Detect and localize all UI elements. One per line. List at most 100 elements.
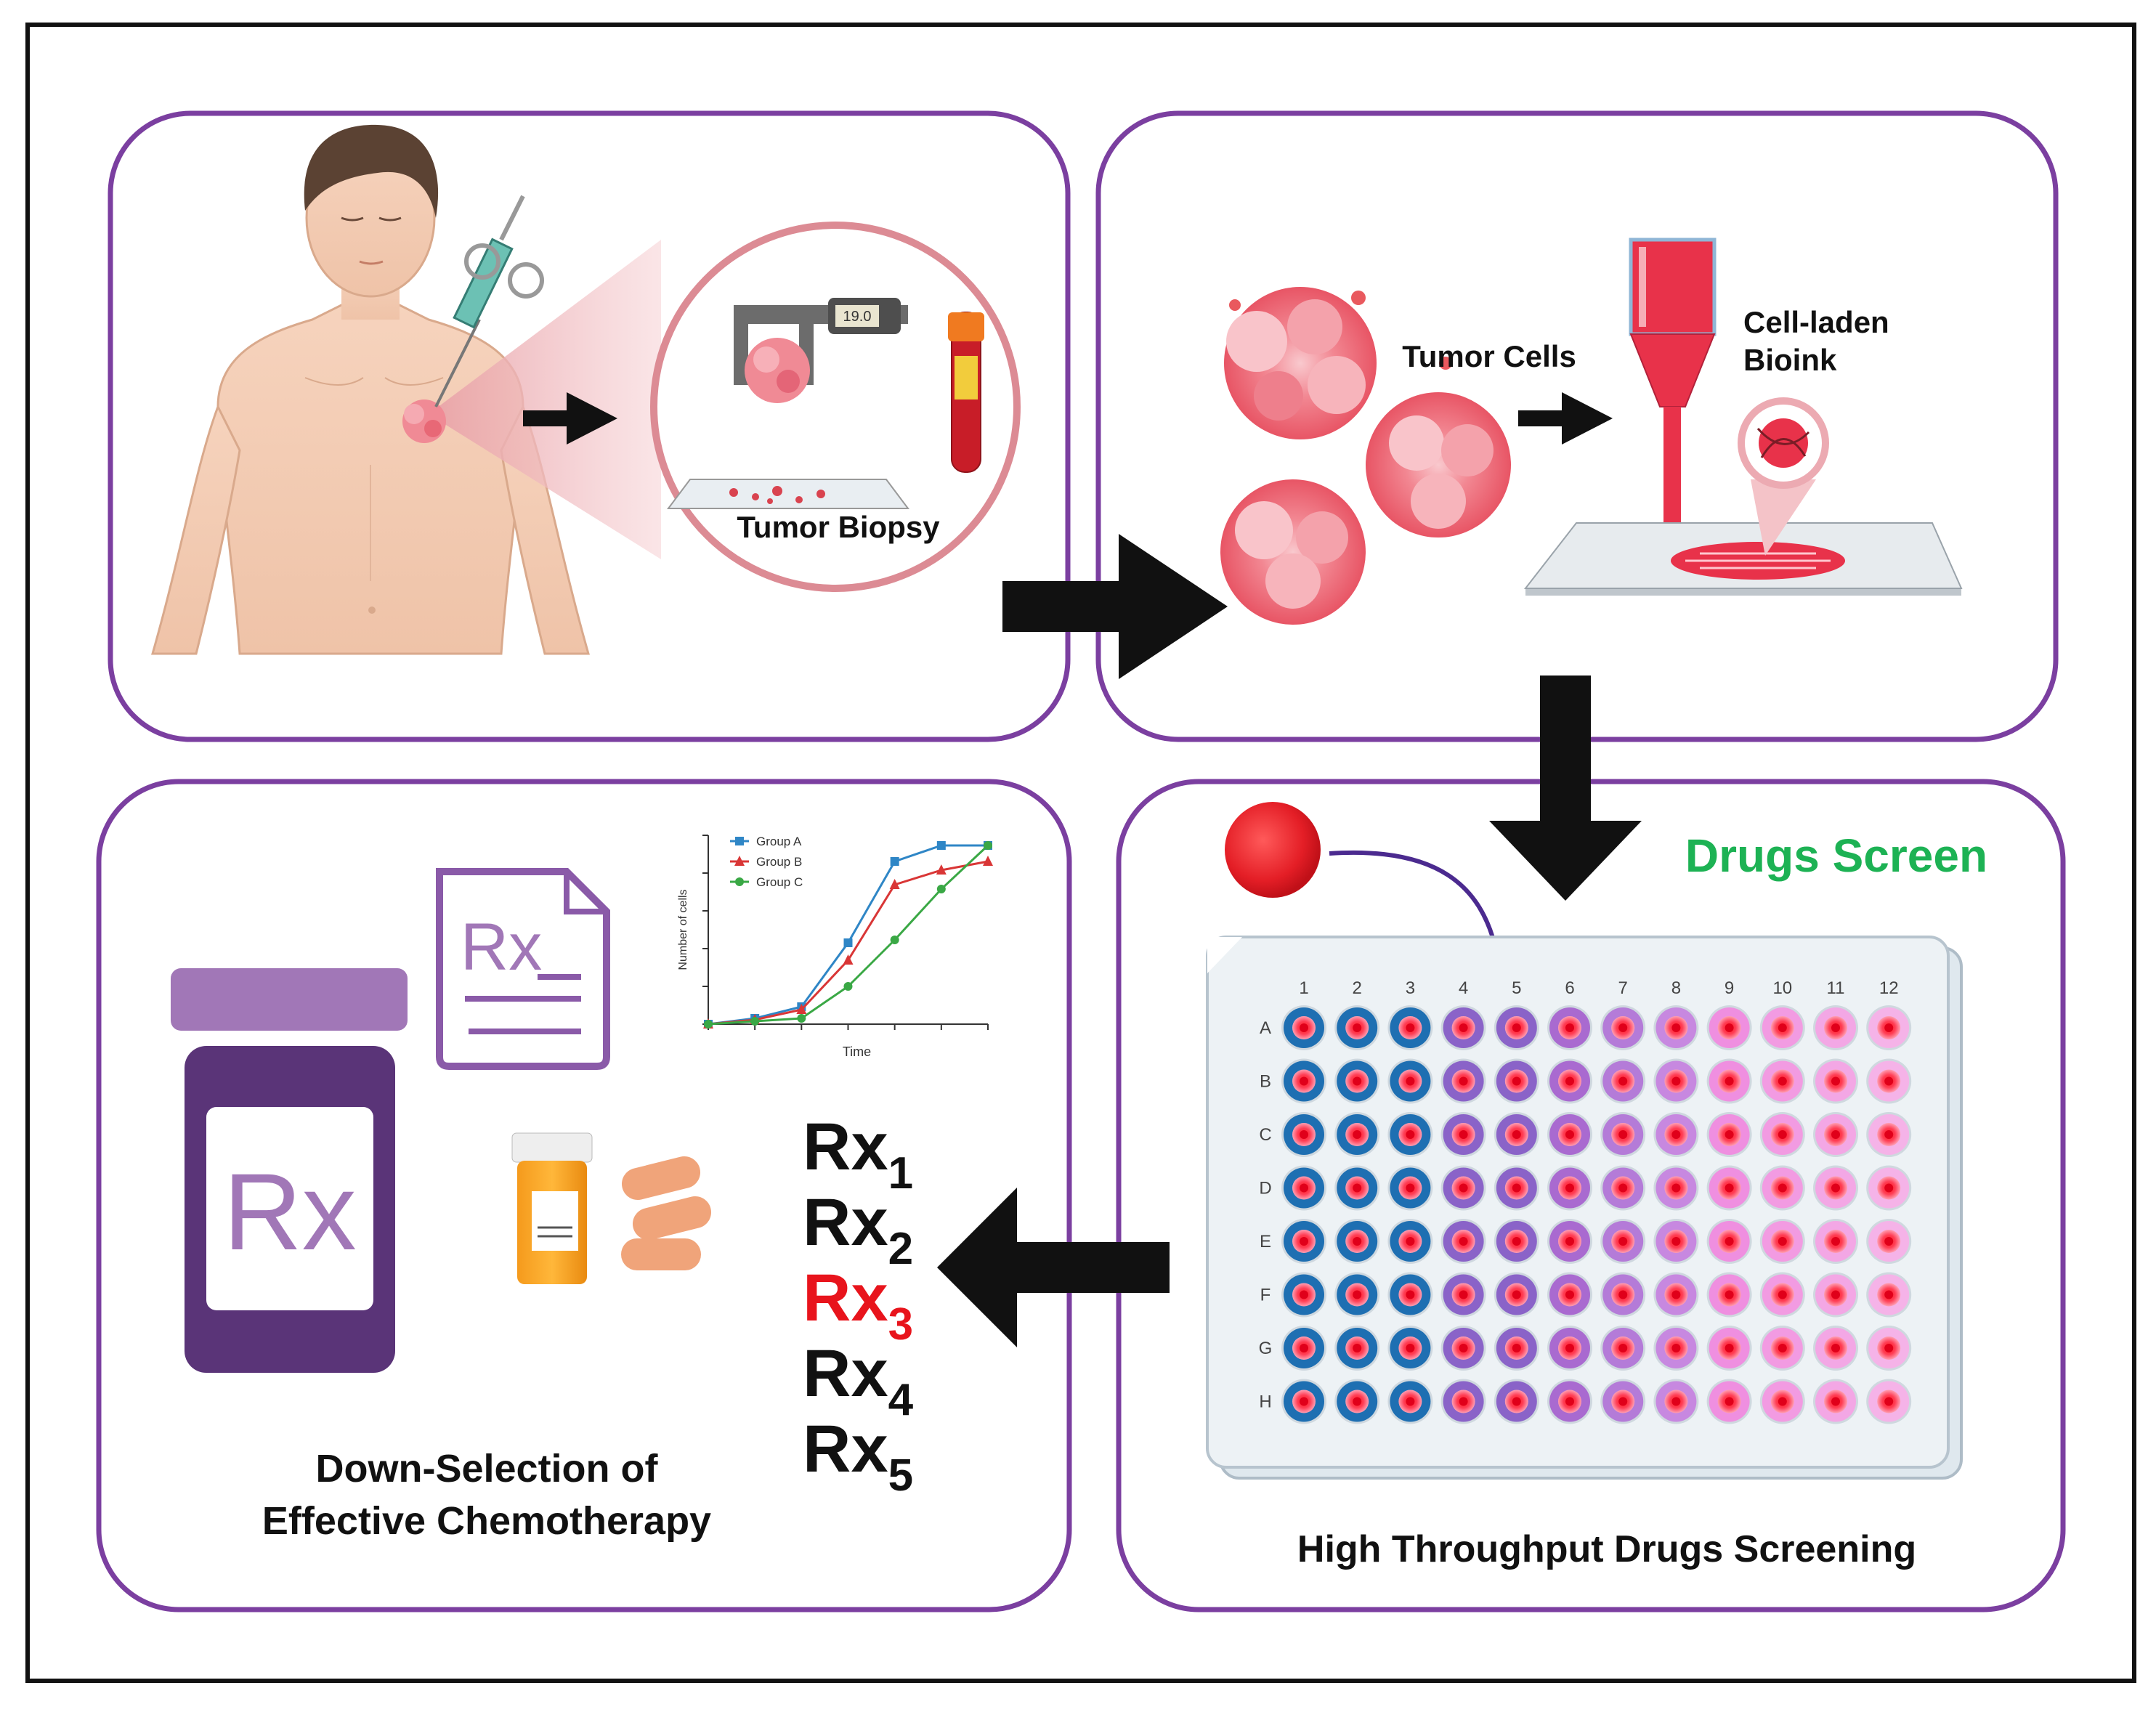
chart-point (843, 938, 853, 947)
printed-construct-lines (1685, 552, 1831, 569)
rx-jar-symbol: Rx (223, 1151, 356, 1273)
selection-caption-line1: Down-Selection of (316, 1447, 659, 1490)
plate-well-center (1831, 1023, 1840, 1032)
plate-well-center (1300, 1076, 1308, 1086)
plate-well-center (1618, 1290, 1628, 1299)
caliper-icon: 19.0 (734, 298, 908, 385)
plate-column-label: 6 (1565, 978, 1574, 998)
plate-well-center (1618, 1397, 1628, 1406)
blood-tube-icon (948, 312, 984, 473)
magnify-beam (429, 240, 661, 559)
plate-well-center (1618, 1237, 1628, 1246)
screening-title: Drugs Screen (1685, 829, 1987, 882)
plate-well-center (1831, 1130, 1840, 1139)
plate-column-label: 4 (1459, 978, 1468, 998)
plate-column-label: 10 (1772, 978, 1792, 998)
plate-well-center (1671, 1237, 1681, 1246)
plate-wells (1281, 1005, 1912, 1424)
plate-well-center (1353, 1397, 1362, 1406)
rx-candidate: Rx3 (803, 1261, 913, 1350)
arrow-to-screening (1489, 676, 1642, 901)
chart-point (797, 1014, 806, 1023)
chart-point (936, 885, 946, 893)
plate-well-center (1459, 1076, 1468, 1086)
chart-point (983, 856, 993, 866)
plate-well-center (1884, 1344, 1894, 1352)
plate-well-center (1512, 1076, 1521, 1086)
plate-well-center (1671, 1397, 1681, 1406)
plate-well-center (1831, 1237, 1840, 1246)
plate-well-center (1831, 1183, 1840, 1193)
plate-well-center (1884, 1130, 1894, 1139)
tumor-cell-clusters (1220, 287, 1511, 625)
plate-well-center (1618, 1183, 1628, 1193)
chart-legend-marker (735, 837, 744, 845)
syringe-icon (434, 195, 544, 407)
plate-well-center (1778, 1344, 1787, 1352)
plate-well-center (1884, 1397, 1894, 1406)
plate-well-center (1353, 1023, 1362, 1032)
rx-candidate: Rx4 (803, 1336, 914, 1425)
plate-well-center (1406, 1397, 1415, 1406)
plate-well-center (1725, 1023, 1734, 1032)
chart-legend-marker (734, 856, 745, 866)
plate-well-center (1831, 1397, 1840, 1406)
droplet-path-arrow (1329, 850, 1499, 952)
arrow-to-bioprint (1002, 534, 1228, 679)
plate-well-center (1725, 1183, 1734, 1193)
bioink-label-line2: Bioink (1743, 343, 1837, 377)
excised-tumor (745, 338, 810, 403)
plate-row-label: C (1259, 1125, 1271, 1145)
plate-well-center (1353, 1344, 1362, 1352)
plate-well-center (1725, 1344, 1734, 1352)
bioink-fibers (1756, 428, 1810, 458)
tumor-cells-label: Tumor Cells (1402, 339, 1576, 373)
chart-y-label: Number of cells (677, 889, 689, 970)
patient-illustration (151, 124, 590, 655)
plate-well-center (1884, 1290, 1894, 1299)
arrow-biopsy (523, 392, 617, 445)
plate-well-center (1725, 1130, 1734, 1139)
plate-row-label: G (1259, 1339, 1273, 1358)
plate-well-center (1459, 1130, 1468, 1139)
chart-legend-label: Group B (756, 855, 802, 869)
plate-well-center (1884, 1076, 1894, 1086)
drug-droplet-icon (1225, 802, 1321, 898)
plate-well-center (1565, 1290, 1574, 1299)
plate-well-center (1512, 1023, 1521, 1032)
plate-well-center (1353, 1237, 1362, 1246)
chart-point (936, 841, 946, 850)
plate-well-center (1353, 1130, 1362, 1139)
plate-well-center (1671, 1023, 1681, 1032)
rx-candidate: Rx5 (803, 1412, 913, 1501)
plate-well-center (1406, 1023, 1415, 1032)
plate-well-center (1300, 1290, 1308, 1299)
rx-candidate: Rx2 (803, 1185, 913, 1274)
plate-well-center (1406, 1130, 1415, 1139)
screening-caption: High Throughput Drugs Screening (1297, 1528, 1916, 1570)
outer-frame (25, 23, 2136, 1683)
plate-well-center (1831, 1290, 1840, 1299)
plate-column-label: 8 (1671, 978, 1681, 998)
plate-well-center (1671, 1076, 1681, 1086)
plate-well-center (1725, 1290, 1734, 1299)
chart-legend-label: Group C (756, 875, 803, 889)
plate-well-center (1406, 1344, 1415, 1352)
prescription-document-icon: Rx (436, 868, 610, 1070)
biopsy-label: Tumor Biopsy (737, 510, 940, 544)
plate-well-center (1459, 1183, 1468, 1193)
plate-well-center (1459, 1290, 1468, 1299)
plate-well-center (1459, 1237, 1468, 1246)
chart-point (984, 841, 992, 850)
chart-legend-marker (735, 877, 744, 886)
plate-well-center (1778, 1023, 1787, 1032)
plate-well-center (1618, 1130, 1628, 1139)
plate-well-center (1565, 1344, 1574, 1352)
plate-well-center (1512, 1237, 1521, 1246)
plate-column-label: 5 (1512, 978, 1521, 998)
plate-well-center (1512, 1290, 1521, 1299)
plate-well-center (1565, 1183, 1574, 1193)
plate-well-center (1671, 1290, 1681, 1299)
